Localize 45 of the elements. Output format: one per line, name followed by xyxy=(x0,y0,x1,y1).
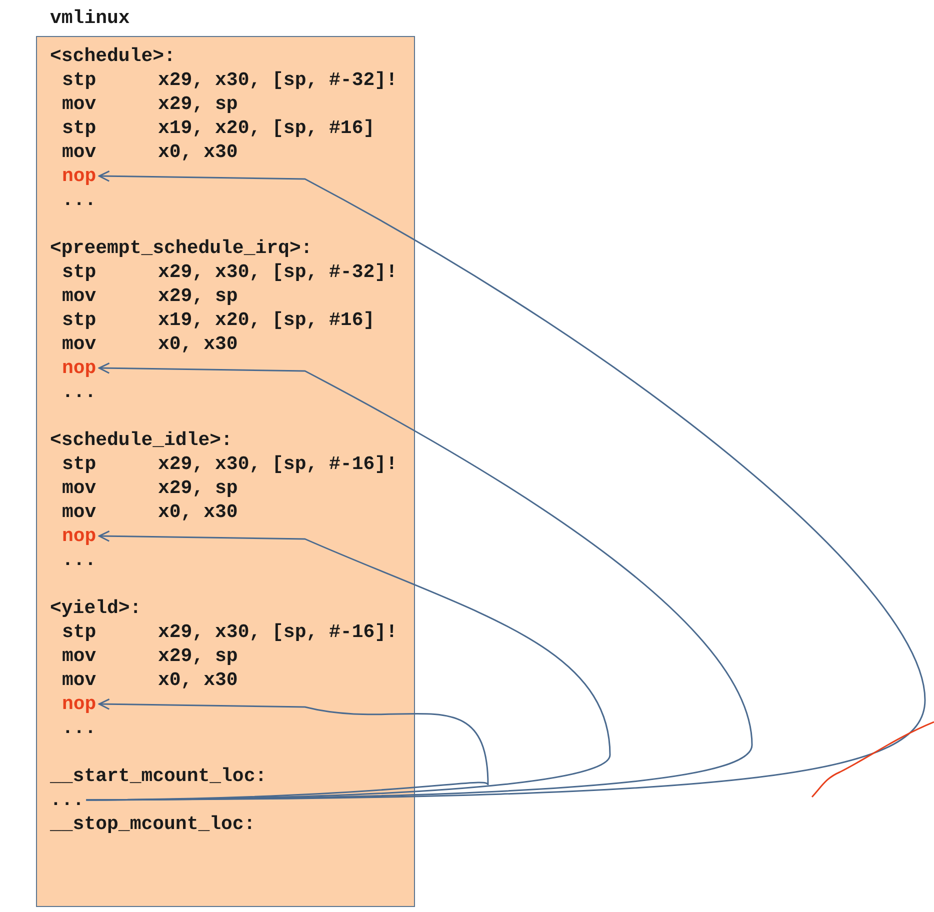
instruction-text: nop xyxy=(62,525,96,547)
operand-text: x0, x30 xyxy=(158,141,238,163)
operand-text: x19, x20, [sp, #16] xyxy=(158,309,375,331)
label-text: <schedule_idle>: xyxy=(50,429,232,451)
mnemonic-text: mov xyxy=(62,477,96,499)
instruction-text: nop xyxy=(62,357,96,379)
operand-text: x19, x20, [sp, #16] xyxy=(158,117,375,139)
operand-text: x29, x30, [sp, #-16]! xyxy=(158,453,398,475)
operand-text: x0, x30 xyxy=(158,669,238,691)
mnemonic-text: stp xyxy=(62,309,96,331)
label-text: <yield>: xyxy=(50,597,142,619)
mnemonic-text: stp xyxy=(62,261,96,283)
mnemonic-text: mov xyxy=(62,93,96,115)
label-text: <schedule>: xyxy=(50,45,176,67)
mnemonic-text: stp xyxy=(62,621,96,643)
label-text: __start_mcount_loc: xyxy=(50,765,267,787)
mnemonic-text: mov xyxy=(62,501,96,523)
mnemonic-text: mov xyxy=(62,285,96,307)
ellipsis-text: ... xyxy=(62,189,96,211)
mnemonic-text: stp xyxy=(62,453,96,475)
mnemonic-text: mov xyxy=(62,669,96,691)
mnemonic-text: mov xyxy=(62,141,96,163)
label-text: <preempt_schedule_irq>: xyxy=(50,237,312,259)
label-text: __stop_mcount_loc: xyxy=(50,813,256,835)
operand-text: x29, sp xyxy=(158,285,238,307)
ellipsis-text: ... xyxy=(62,381,96,403)
mnemonic-text: mov xyxy=(62,645,96,667)
instruction-text: nop xyxy=(62,693,96,715)
ellipsis-text: ... xyxy=(62,549,96,571)
ellipsis-text: ... xyxy=(50,789,84,811)
mnemonic-text: stp xyxy=(62,117,96,139)
curved-arrow xyxy=(86,698,489,801)
mnemonic-text: mov xyxy=(62,333,96,355)
instruction-text: nop xyxy=(62,165,96,187)
operand-text: x29, sp xyxy=(158,477,238,499)
operand-text: x0, x30 xyxy=(158,501,238,523)
operand-text: x29, x30, [sp, #-32]! xyxy=(158,261,398,283)
ellipsis-text: ... xyxy=(62,717,96,739)
operand-text: x29, x30, [sp, #-32]! xyxy=(158,69,398,91)
operand-text: x29, sp xyxy=(158,645,238,667)
operand-text: x29, x30, [sp, #-16]! xyxy=(158,621,398,643)
panel-title: vmlinux xyxy=(50,7,130,29)
operand-text: x0, x30 xyxy=(158,333,238,355)
operand-text: x29, sp xyxy=(158,93,238,115)
mnemonic-text: stp xyxy=(62,69,96,91)
